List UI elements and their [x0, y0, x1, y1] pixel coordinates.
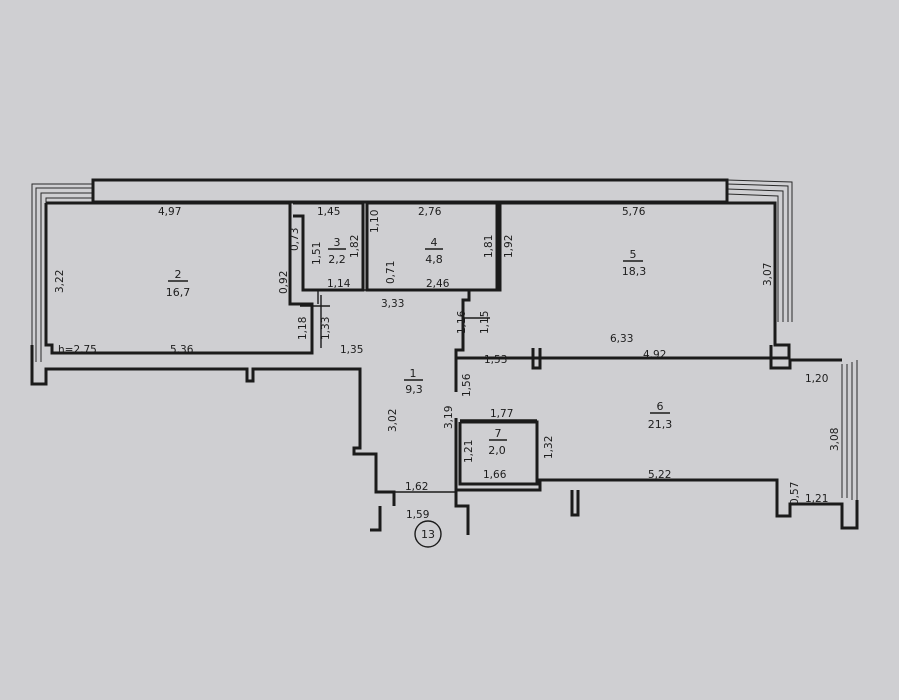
dim-label: 1,33	[320, 317, 332, 340]
room-1-area: 9,3	[405, 383, 423, 396]
dim-label: 1,59	[406, 509, 429, 521]
dim-label: 3,19	[443, 406, 455, 429]
room-2-number: 2	[175, 268, 182, 281]
dim-label: 2,46	[426, 278, 450, 290]
dim-label: 3,33	[381, 298, 404, 310]
dim-label: 1,53	[484, 354, 507, 366]
dim-label: 0,73	[289, 228, 301, 251]
room-4-area: 4,8	[425, 253, 443, 266]
dim-label: 4,97	[158, 206, 181, 218]
dim-label: 1,66	[483, 469, 507, 481]
dim-label: 1,45	[317, 206, 340, 218]
dim-label: 1,62	[405, 481, 428, 493]
dim-label: 3,08	[829, 428, 841, 451]
dim-label: 3,02	[387, 409, 399, 432]
dim-label: 4,92	[643, 349, 666, 361]
floor-height-label: h=2,75	[58, 344, 97, 356]
dim-label: 1,82	[349, 235, 361, 258]
right-bottom-window	[841, 360, 858, 500]
dim-label: 1,10	[369, 210, 381, 233]
room-7-area: 2,0	[488, 444, 506, 457]
entrance-number: 13	[421, 528, 435, 541]
room-6-area: 21,3	[648, 418, 673, 431]
room-4-number: 4	[431, 236, 438, 249]
dim-label: 1,18	[297, 317, 309, 340]
room-2-area: 16,7	[166, 286, 191, 299]
dim-label: 0,92	[278, 271, 290, 294]
dim-label: 5,76	[622, 206, 646, 218]
dim-label: 1,21	[463, 440, 475, 463]
entrance-marker: 13	[414, 520, 442, 548]
dim-label: 1,14	[327, 278, 351, 290]
dim-label: 1,16	[456, 310, 468, 334]
room-labels: 1 9,3 2 16,7 3 2,2 4 4,8 5 18,3 6 21,3 7…	[166, 236, 673, 457]
room-6-number: 6	[657, 400, 664, 413]
walls	[30, 178, 859, 535]
dim-label: 1,15	[479, 311, 491, 334]
dim-label: 1,56	[461, 373, 473, 397]
internal-lines	[300, 289, 537, 493]
dim-label: 1,77	[490, 408, 513, 420]
dim-label: 6,33	[610, 333, 633, 345]
room-7-number: 7	[495, 427, 502, 440]
room-5-number: 5	[630, 248, 637, 261]
right-top-window	[726, 179, 793, 322]
dim-label: 1,81	[483, 235, 495, 258]
dim-label: 2,76	[418, 206, 442, 218]
room-5-area: 18,3	[622, 265, 647, 278]
room-3-number: 3	[334, 236, 341, 249]
room-3-area: 2,2	[328, 253, 346, 266]
dim-label: 1,35	[340, 344, 363, 356]
dim-label: 5,36	[170, 344, 194, 356]
dim-label: 5,22	[648, 469, 671, 481]
dim-label: 0,57	[789, 482, 801, 505]
dim-label: 3,22	[54, 270, 66, 293]
dim-label: 3,07	[762, 263, 774, 286]
dim-label: 1,20	[805, 373, 828, 385]
dim-label: 0,71	[385, 261, 397, 284]
dim-label: 1,92	[503, 235, 515, 258]
dim-label: 1,32	[543, 436, 555, 459]
dim-label: 1,21	[805, 493, 828, 505]
dim-label: 1,51	[311, 242, 323, 265]
room-1-number: 1	[410, 367, 417, 380]
dimension-labels: 4,97 1,45 2,76 5,76 0,73 1,51 1,82 1,10 …	[54, 206, 841, 521]
